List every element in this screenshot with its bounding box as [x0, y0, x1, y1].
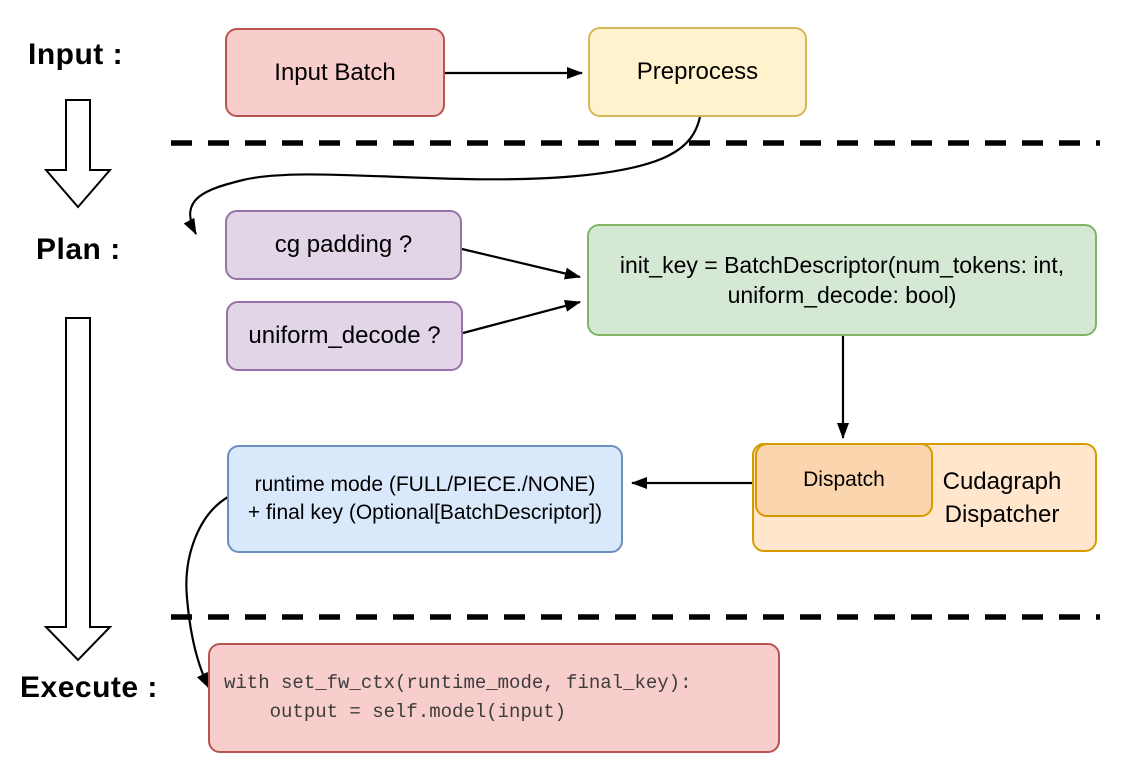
- arrow-uniform-decode-to-init-key: [462, 300, 581, 335]
- node-init-key-line2: uniform_decode: bool): [727, 282, 957, 308]
- stage-arrow-input-to-plan: [43, 99, 113, 209]
- arrow-preprocess-to-cg-padding: [183, 116, 702, 235]
- node-runtime-mode-line1: runtime mode (FULL/PIECE./NONE): [254, 473, 596, 497]
- arrow-runtime-mode-to-execute-code: [185, 496, 229, 689]
- node-execute-code: with set_fw_ctx(runtime_mode, final_key)…: [208, 643, 780, 753]
- execute-code-line2: output = self.model(input): [224, 701, 567, 723]
- node-uniform-decode: uniform_decode ?: [226, 301, 463, 371]
- node-runtime-mode-line2: + final key (Optional[BatchDescriptor]): [247, 501, 603, 524]
- node-init-key: init_key = BatchDescriptor(num_tokens: i…: [587, 224, 1097, 336]
- node-dispatch: Dispatch: [755, 443, 933, 517]
- execute-code-line1: with set_fw_ctx(runtime_mode, final_key)…: [224, 671, 692, 694]
- stage-label-execute: Execute :: [20, 671, 158, 704]
- node-cudagraph-dispatcher-label: Cudagraph Dispatcher: [917, 464, 1087, 530]
- node-input-batch: Input Batch: [225, 28, 445, 117]
- node-runtime-mode: runtime mode (FULL/PIECE./NONE) + final …: [227, 445, 623, 553]
- node-preprocess-label: Preprocess: [636, 58, 759, 86]
- node-cg-padding: cg padding ?: [225, 210, 462, 280]
- node-uniform-decode-label: uniform_decode ?: [248, 322, 441, 350]
- node-preprocess: Preprocess: [588, 27, 807, 117]
- node-init-key-line1: init_key = BatchDescriptor(num_tokens: i…: [619, 251, 1065, 278]
- node-cg-padding-label: cg padding ?: [274, 231, 413, 259]
- stage-arrow-plan-to-execute: [43, 317, 113, 662]
- node-input-batch-label: Input Batch: [274, 58, 396, 86]
- arrow-cg-padding-to-init-key: [461, 247, 581, 280]
- node-cudagraph-dispatcher-line2: Dispatcher: [944, 500, 1060, 528]
- stage-label-input: Input :: [28, 38, 124, 71]
- node-cudagraph-dispatcher-line1: Cudagraph: [942, 467, 1062, 495]
- stage-label-plan: Plan :: [36, 233, 121, 266]
- node-dispatch-label: Dispatch: [803, 468, 885, 492]
